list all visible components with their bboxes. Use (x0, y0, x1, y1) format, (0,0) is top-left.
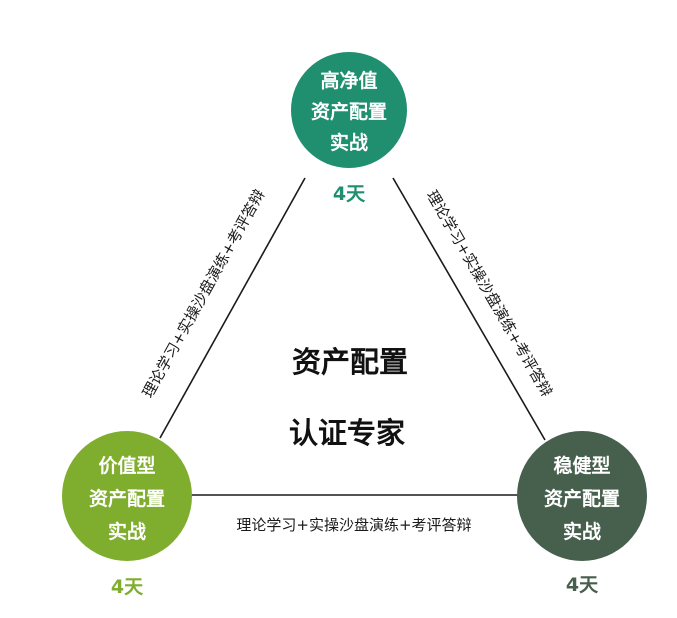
node-top-line-3: 实战 (330, 131, 368, 154)
node-left-line-1: 价值型 (98, 454, 155, 477)
node-left-days: 4天 (111, 576, 144, 598)
node-left: 价值型 资产配置 实战 4天 (62, 431, 192, 598)
center-title-line-1: 资产配置 (292, 345, 408, 379)
edge-line-right (392, 177, 546, 441)
node-right-line-1: 稳健型 (553, 454, 610, 477)
edge-label-right: 理论学习+实操沙盘演练+考评答辩 (423, 187, 556, 400)
triangle-edges (159, 177, 546, 496)
node-top-days: 4天 (333, 183, 366, 205)
node-top-line-1: 高净值 (320, 69, 377, 92)
edge-line-left (159, 177, 306, 439)
node-left-circle (62, 431, 192, 561)
center-title-line-2: 认证专家 (289, 416, 405, 450)
edge-label-bottom: 理论学习+实操沙盘演练+考评答辩 (236, 516, 471, 534)
edge-label-left: 理论学习+实操沙盘演练+考评答辩 (139, 186, 269, 400)
node-top: 高净值 资产配置 实战 4天 (291, 52, 407, 205)
node-left-line-3: 实战 (108, 520, 146, 543)
node-top-line-2: 资产配置 (311, 100, 387, 123)
node-right-line-3: 实战 (563, 520, 601, 543)
node-right-line-2: 资产配置 (544, 487, 620, 510)
node-right-circle (517, 431, 647, 561)
node-right-days: 4天 (566, 574, 599, 596)
node-top-circle (291, 52, 407, 168)
node-right: 稳健型 资产配置 实战 4天 (517, 431, 647, 596)
node-left-line-2: 资产配置 (89, 487, 165, 510)
